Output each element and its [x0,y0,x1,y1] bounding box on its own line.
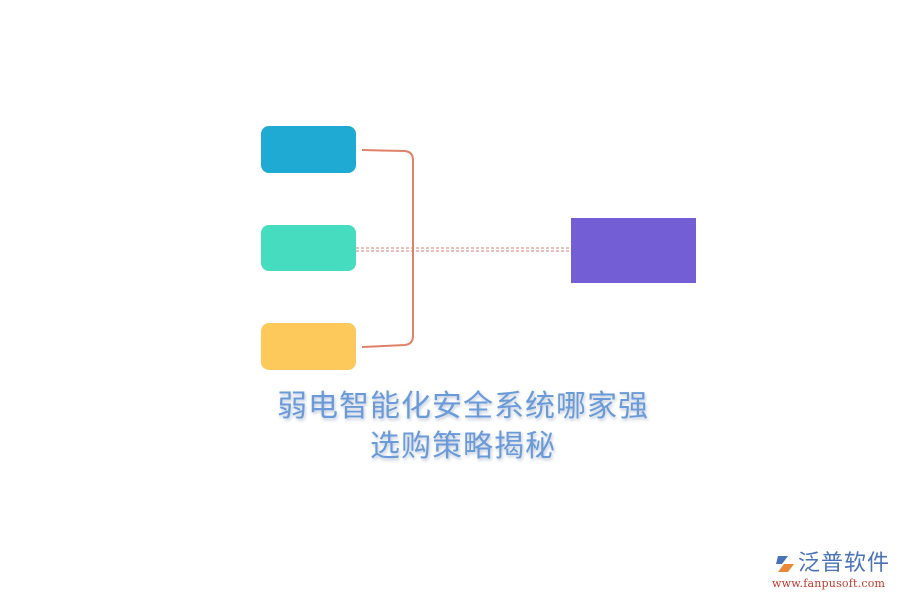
node-yellow [261,323,356,370]
brand-logo: 泛普软件 www.fanpusoft.com [770,551,895,596]
target-node-purple [571,218,696,283]
brand-name: 泛普软件 [798,551,891,576]
fanpu-logo-icon [776,556,794,572]
title-line-1: 弱电智能化安全系统哪家强 [277,389,649,424]
node-blue [261,126,356,173]
node-teal [261,225,356,271]
brand-url: www.fanpusoft.com [772,577,886,590]
title-line-2: 选购策略揭秘 [370,429,556,464]
